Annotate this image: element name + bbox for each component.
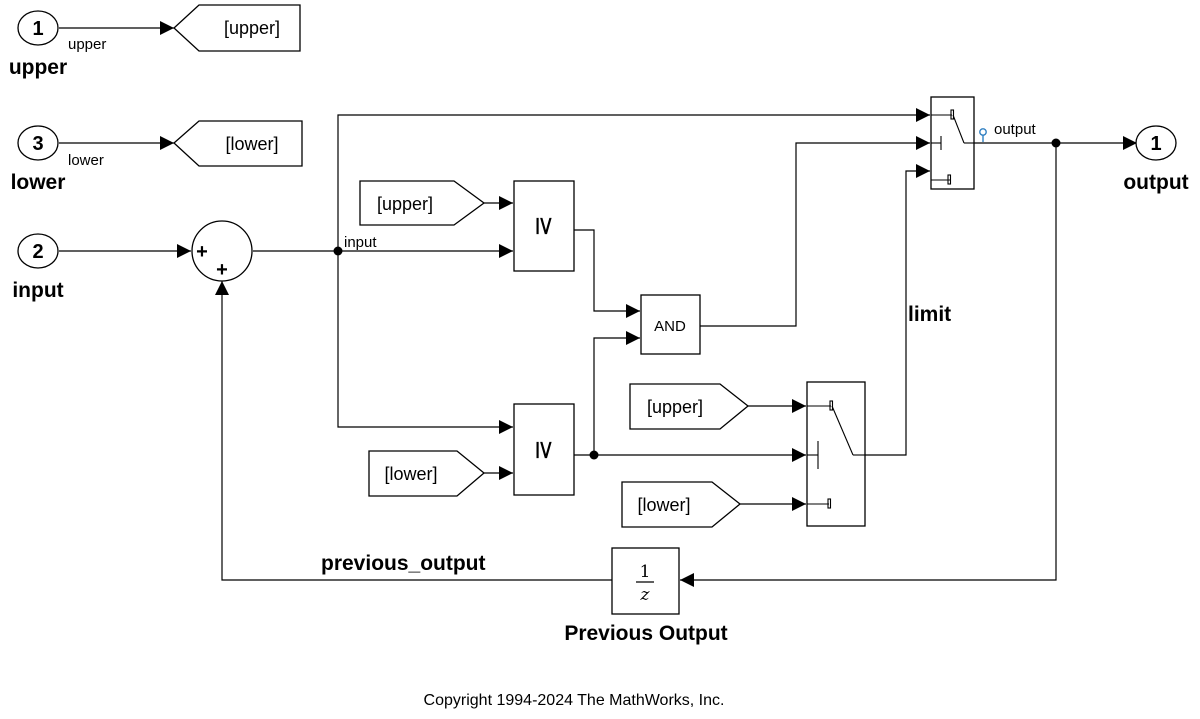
and-operator: AND [654,318,686,335]
input-signal-label: input [344,234,377,251]
inport-lower-name: lower [11,171,66,194]
upper-compare-block[interactable]: ≥ [513,180,575,272]
output-to-delay-line[interactable] [680,143,1057,587]
upper-compare-to-and-line[interactable] [574,229,640,318]
outport-output[interactable]: 1 [1135,125,1177,161]
from-upper-compare-block[interactable]: [upper] [359,180,486,226]
output-log-indicator-icon[interactable] [979,128,987,142]
goto-lower-tag: [lower] [225,134,278,154]
inport-upper[interactable]: 1 [17,10,59,46]
and-block[interactable]: AND [640,294,701,355]
sum-block[interactable]: + + [191,220,253,282]
from-lower-compare-block[interactable]: [lower] [368,450,486,497]
branch-point-output [1051,138,1061,148]
goto-upper-tag: [upper] [224,18,280,38]
copyright-notice: Copyright 1994-2024 The MathWorks, Inc. [423,692,725,709]
delay-block-name: Previous Output [564,622,727,645]
previous-output-delay-block[interactable]: 1 z [611,547,680,615]
lower-compare-block[interactable]: ≥ [513,403,575,496]
from-upper-compare-tag: [upper] [377,194,433,214]
inport-upper-name: upper [9,56,67,79]
from-lower-switch-tag: [lower] [637,495,690,515]
inport-input-name: input [12,279,63,302]
branch-point-input [333,246,343,256]
inport-lower[interactable]: 3 [17,125,59,161]
outport-output-name: output [1123,171,1188,194]
input-to-output-switch-line[interactable] [337,108,930,251]
inport-lower-number: 3 [32,133,43,155]
limit-signal-label: limit [908,303,951,326]
inport-input-number: 2 [32,241,43,263]
inport-input[interactable]: 2 [17,233,59,269]
and-to-output-switch-line[interactable] [700,136,930,327]
from-lower-compare-tag: [lower] [384,464,437,484]
limit-switch-icon [807,400,865,509]
input-to-lower-compare-line[interactable] [337,251,513,434]
output-switch-icon [931,109,974,185]
goto-lower-block[interactable]: [lower] [173,120,303,167]
from-upper-switch-block[interactable]: [upper] [629,383,750,430]
outport-output-number: 1 [1150,133,1161,155]
output-switch-block[interactable] [930,96,975,190]
branch-point-lower-compare [589,450,599,460]
output-signal-label: output [994,121,1037,138]
from-upper-switch-tag: [upper] [647,397,703,417]
from-lower-switch-block[interactable]: [lower] [621,481,742,528]
sum-sign-2: + [216,259,228,281]
lower-signal-label: lower [68,152,104,169]
upper-compare-operator: ≥ [530,215,560,237]
delay-denominator: z [640,585,651,605]
upper-signal-label: upper [68,36,106,53]
lower-compare-operator: ≥ [530,439,560,461]
goto-upper-block[interactable]: [upper] [173,4,301,52]
previous-output-line[interactable] [215,281,612,581]
limit-line[interactable] [865,164,930,456]
lower-compare-to-and-line[interactable] [593,331,640,455]
sum-sign-1: + [196,241,208,263]
limit-switch-block[interactable] [806,381,866,527]
inport-upper-number: 1 [32,18,43,40]
signal-lines [59,21,1137,587]
delay-numerator: 1 [640,562,651,582]
previous-output-signal-label: previous_output [321,552,486,575]
